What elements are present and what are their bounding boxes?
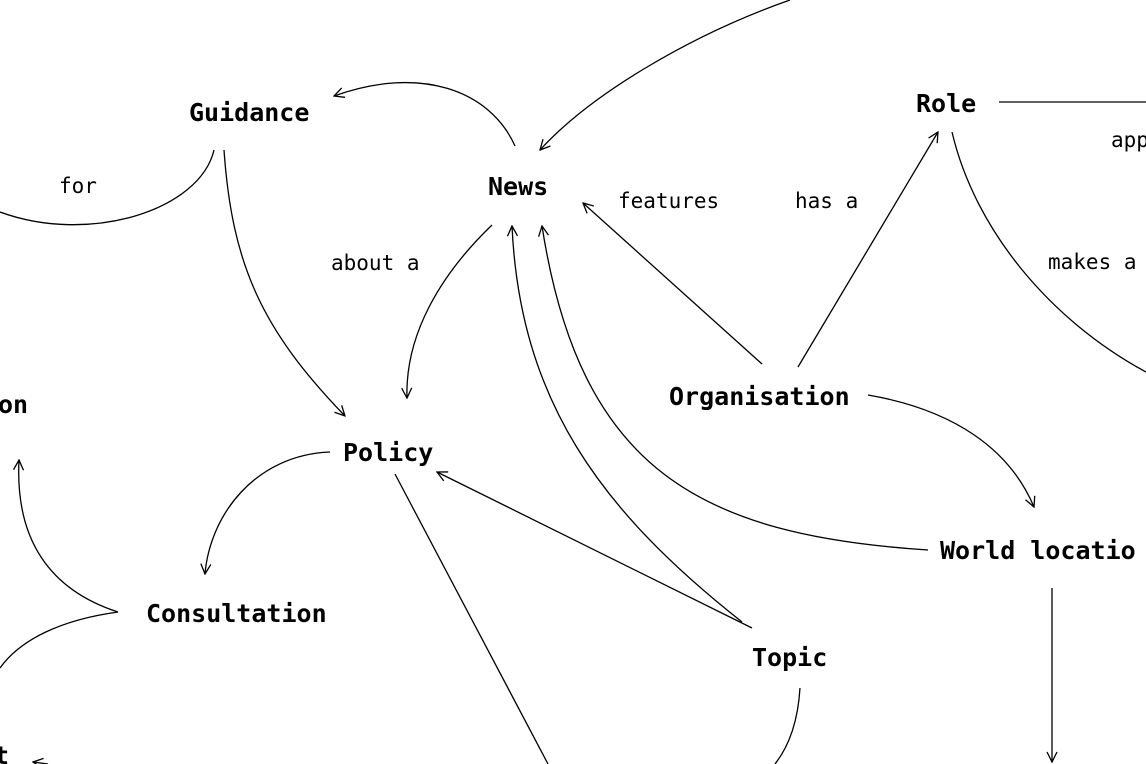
edge-label-for: for xyxy=(59,174,97,198)
edge-guidance-to-policy xyxy=(223,149,345,416)
edge-world-location-to-news xyxy=(542,226,929,551)
edge-organisation-to-news xyxy=(583,203,763,365)
node-left-cut-top: on xyxy=(0,390,28,419)
edge-role-makes-a xyxy=(951,131,1146,373)
edge-organisation-to-world-location xyxy=(867,394,1034,507)
node-topic: Topic xyxy=(752,643,827,672)
edge-guidance-for-left xyxy=(0,149,215,226)
node-role: Role xyxy=(916,89,976,118)
node-guidance: Guidance xyxy=(189,98,309,127)
edge-label-app: app xyxy=(1111,128,1146,152)
edge-policy-to-consultation xyxy=(205,451,331,574)
edge-organisation-to-role xyxy=(797,132,938,368)
edge-label-features: features xyxy=(618,189,719,213)
edge-topic-down xyxy=(774,687,801,764)
edge-label-about-a: about a xyxy=(331,251,420,275)
edge-topic-to-news xyxy=(512,226,743,623)
edge-label-has-a: has a xyxy=(795,189,858,213)
edge-offscreen-to-news xyxy=(540,0,791,150)
edge-consultation-lower-left xyxy=(0,611,119,669)
edge-consultation-to-left-node xyxy=(19,460,119,613)
edge-label-makes-a: makes a xyxy=(1048,250,1137,274)
node-organisation: Organisation xyxy=(669,382,850,411)
edge-news-to-policy xyxy=(407,224,493,398)
node-consultation: Consultation xyxy=(146,599,327,628)
edge-news-to-guidance xyxy=(334,81,516,147)
node-left-cut-bottom: t xyxy=(0,741,9,764)
node-news: News xyxy=(488,172,548,201)
edge-policy-down xyxy=(394,473,549,764)
node-world-location: World locatio xyxy=(940,536,1136,565)
node-policy: Policy xyxy=(343,438,433,467)
edge-topic-to-policy xyxy=(437,472,753,629)
